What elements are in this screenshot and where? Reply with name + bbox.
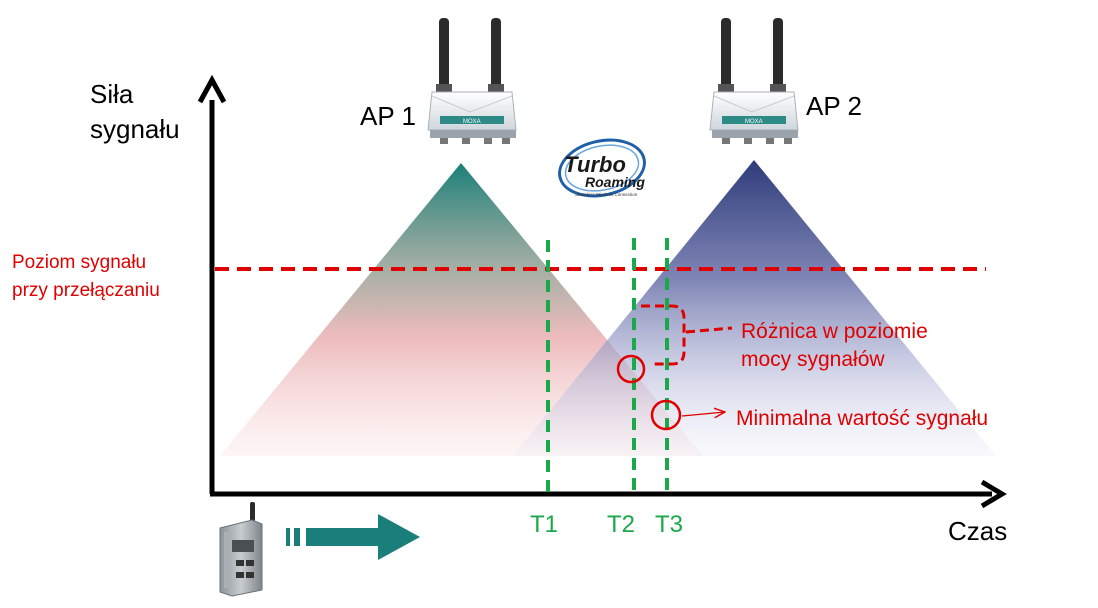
marker-label-t1: T1	[530, 511, 558, 538]
y-axis-label-line2: sygnału	[90, 114, 180, 144]
movement-arrow-icon	[286, 514, 420, 560]
logo-line1: Turbo	[564, 152, 626, 177]
t2-signal-circle	[616, 354, 646, 384]
minimum-label: Minimalna wartość sygnału	[736, 407, 988, 430]
ap2-device-icon: MOXA	[709, 18, 799, 144]
logo-line2: Roaming	[585, 174, 645, 190]
difference-bracket	[641, 304, 686, 366]
marker-label-t3: T3	[655, 511, 683, 538]
difference-label-line1: Różnica w poziomie	[741, 320, 928, 343]
ap2-label: AP 2	[806, 91, 862, 121]
ap1-label: AP 1	[360, 101, 416, 131]
minimum-pointer	[681, 412, 725, 416]
difference-pointer	[685, 326, 733, 334]
threshold-label-line1: Poziom sygnału	[12, 252, 146, 273]
x-axis	[210, 479, 1007, 509]
marker-label-t2: T2	[607, 511, 635, 538]
turbo-roaming-logo: Turbo Roaming Seamless Wireless Connecti…	[558, 138, 646, 198]
ap2-brand: MOXA	[745, 119, 763, 125]
ap1-brand: MOXA	[463, 119, 481, 125]
minimum-signal-circle	[650, 399, 682, 431]
wireless-client-device-icon	[219, 502, 263, 597]
threshold-label-line2: przy przełączaniu	[12, 280, 160, 301]
logo-tagline: Seamless Wireless Connection	[575, 192, 638, 197]
x-axis-label: Czas	[948, 516, 1007, 546]
y-axis-label-line1: Siła	[90, 79, 134, 109]
y-axis	[197, 74, 227, 494]
difference-label-line2: mocy sygnałów	[741, 348, 885, 371]
ap1-device-icon: MOXA	[427, 18, 517, 144]
